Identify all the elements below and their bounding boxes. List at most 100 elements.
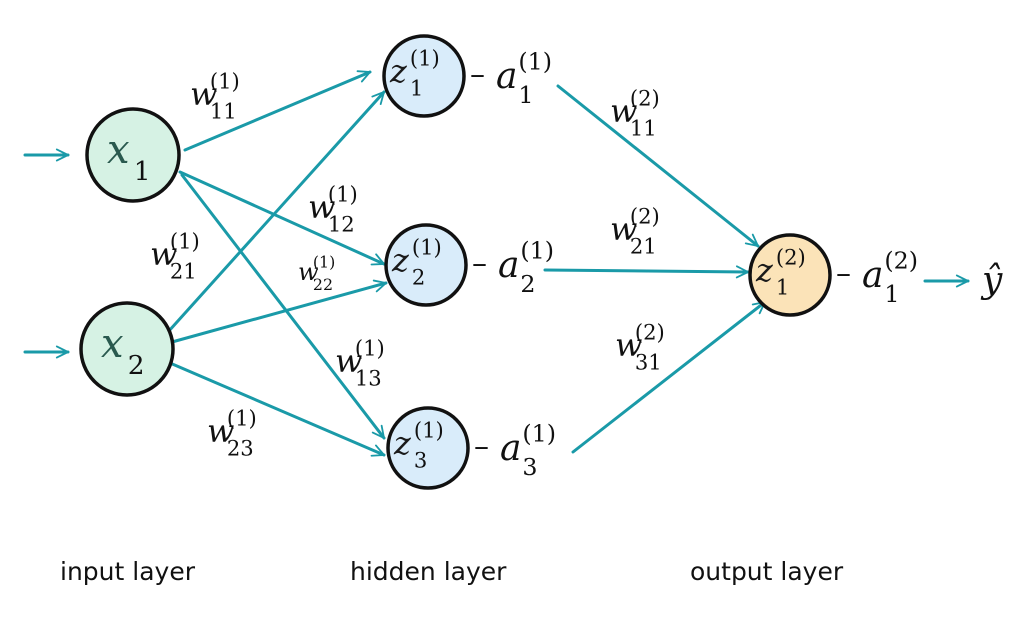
subscript: 1 <box>776 274 789 299</box>
symbol: z <box>393 424 412 462</box>
edge-x1-z2 <box>178 170 386 266</box>
weight-label-x2-z1: w(1) 21 <box>150 228 200 283</box>
symbol: w <box>150 235 177 273</box>
edge-z1-o1 <box>556 84 760 248</box>
node-z1: z(1)1–a(1)1 <box>382 34 552 118</box>
superscript: (1) <box>412 234 442 259</box>
weight-label-z3-o1: w(2) 31 <box>615 319 665 374</box>
superscript: (2) <box>776 244 806 269</box>
edges <box>166 70 767 457</box>
weight-label-x2-z2: w(1)22 <box>298 253 335 295</box>
weight-label-x1-z3: w(1) 13 <box>335 335 385 390</box>
superscript: (1) <box>328 181 358 206</box>
activation-label-z1: a(1) 1 <box>496 47 552 109</box>
weight-label-x2-z3: w(1) 23 <box>207 405 257 460</box>
node-label-z3: z(1) 3 <box>393 417 444 472</box>
subscript: 13 <box>355 365 382 390</box>
symbol: w <box>190 75 217 113</box>
node-z3: z(1)3–a(1)3 <box>386 406 556 490</box>
node-label-z2: z(1) 2 <box>391 234 442 289</box>
node-circle <box>85 107 181 203</box>
subscript: 21 <box>170 258 197 283</box>
subscript: 3 <box>522 453 537 481</box>
superscript: (1) <box>313 253 335 272</box>
superscript: (1) <box>355 335 385 360</box>
node-circle <box>386 406 470 490</box>
edge-x1-z1 <box>183 70 372 152</box>
layer-label-output: output layer <box>690 557 844 586</box>
symbol: w <box>207 412 234 450</box>
superscript: (1) <box>210 68 240 93</box>
symbol: a <box>496 56 517 97</box>
superscript: (2) <box>630 203 660 228</box>
subscript: 2 <box>520 270 535 298</box>
edge-x2-z3 <box>168 361 386 457</box>
subscript: 12 <box>328 211 355 236</box>
node-label-o1: z(2) 1 <box>755 244 806 299</box>
superscript: (1) <box>410 45 440 70</box>
symbol: z <box>755 251 774 289</box>
subscript: 22 <box>313 275 333 294</box>
layer-label-input: input layer <box>60 557 196 586</box>
activation-label-z3: a(1) 3 <box>500 419 556 481</box>
superscript: (2) <box>635 319 665 344</box>
superscript: (1) <box>227 405 257 430</box>
superscript: (2) <box>884 246 918 274</box>
weight-label-x1-z2: w(1)12 <box>308 181 358 236</box>
node-circle <box>384 223 468 307</box>
symbol: a <box>500 428 521 469</box>
activation-dash: – <box>836 256 851 291</box>
activation-dash: – <box>474 429 489 464</box>
subscript: 11 <box>210 98 237 123</box>
symbol: a <box>498 245 519 286</box>
subscript: 1 <box>134 156 151 187</box>
edge-z3-o1 <box>571 300 767 454</box>
superscript: (2) <box>630 85 660 110</box>
weight-label-z2-o1: w(2)21 <box>610 203 660 258</box>
subscript: 1 <box>884 280 899 308</box>
superscript: (1) <box>520 236 554 264</box>
symbol: z <box>389 52 408 90</box>
subscript: 2 <box>412 264 425 289</box>
symbol: w <box>615 326 642 364</box>
activation-label-o1: a(2) 1 <box>862 246 918 308</box>
activation-dash: – <box>472 246 487 281</box>
activation-label-z2: a(1) 2 <box>498 236 554 298</box>
superscript: (1) <box>522 419 556 447</box>
symbol: w <box>610 210 637 248</box>
node-circle <box>382 34 466 118</box>
subscript: 1 <box>410 75 423 100</box>
symbol: w <box>610 92 637 130</box>
symbol: a <box>862 255 883 296</box>
subscript: 31 <box>635 349 662 374</box>
node-label-z1: z(1) 1 <box>389 45 440 100</box>
edge-z2-o1 <box>543 265 750 279</box>
weight-label-z1-o1: w(2)11 <box>610 85 660 140</box>
edge-x2-z2 <box>170 279 388 344</box>
symbol: w <box>335 342 362 380</box>
weight-label-x1-z1: w(1) 11 <box>190 68 240 123</box>
superscript: (1) <box>414 417 444 442</box>
subscript: 2 <box>128 350 145 381</box>
node-z2: z(1)2–a(1)2 <box>384 223 554 307</box>
activation-dash: – <box>470 57 485 92</box>
symbol: z <box>391 241 410 279</box>
symbol: x <box>101 321 124 367</box>
superscript: (1) <box>518 47 552 75</box>
node-circle <box>748 233 832 317</box>
edge-x2-z1 <box>166 90 386 334</box>
superscript: (1) <box>170 228 200 253</box>
node-circle <box>79 301 175 397</box>
subscript: 1 <box>518 81 533 109</box>
edge-x1-z3 <box>180 173 386 440</box>
node-o1: z(2)1–a(2)1 <box>748 233 918 317</box>
subscript: 23 <box>227 435 254 460</box>
subscript: 3 <box>414 447 427 472</box>
